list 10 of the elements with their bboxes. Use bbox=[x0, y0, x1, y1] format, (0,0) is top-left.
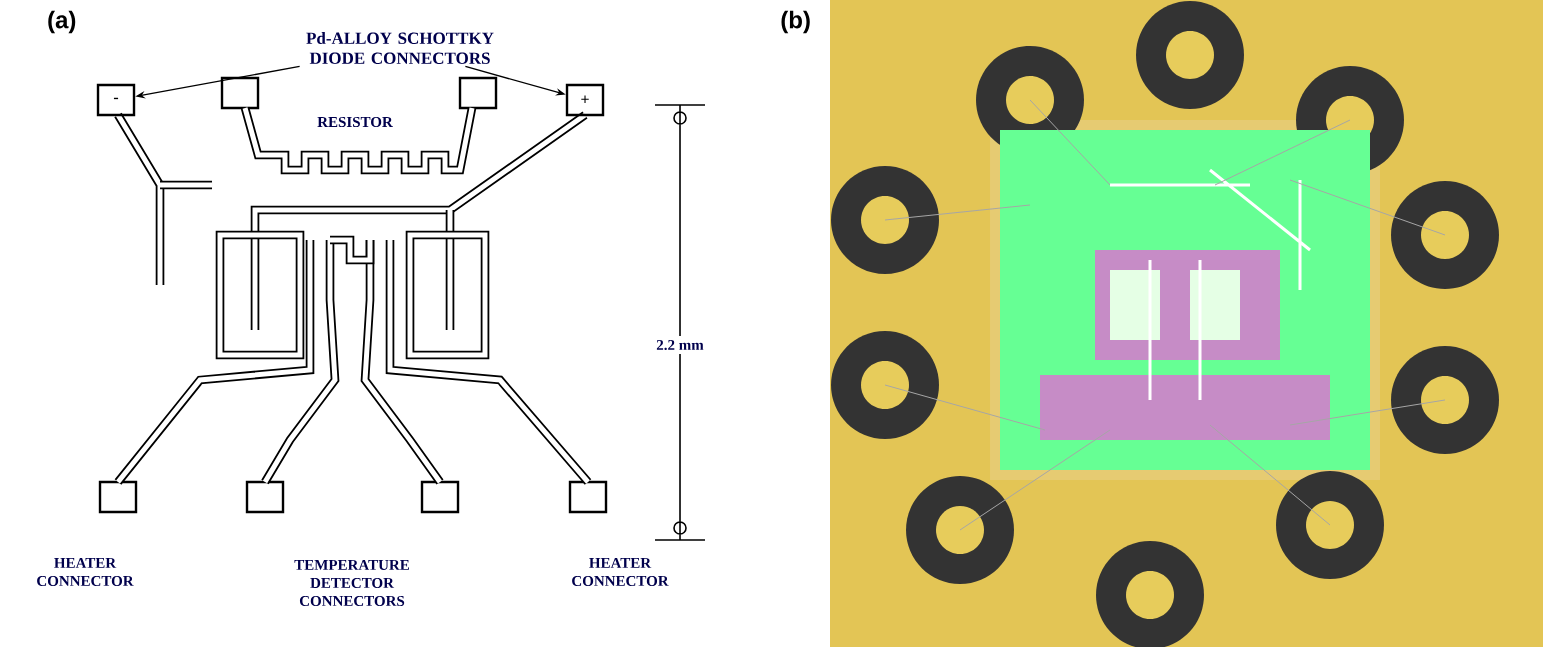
part-label: HEATER CONNECTOR bbox=[572, 557, 669, 587]
part-label: HEATER CONNECTOR bbox=[37, 557, 134, 587]
connector-pad: - bbox=[96, 83, 136, 117]
panel-label: (a) bbox=[48, 10, 76, 34]
part-label: RESISTOR bbox=[317, 117, 393, 128]
panel-label: (b) bbox=[781, 10, 810, 34]
connector-pad: + bbox=[565, 83, 605, 117]
dimension-label: 2.2 mm bbox=[652, 335, 708, 355]
callout-text: Pd-ALLOY SCHOTTKY DIODE CONNECTORS bbox=[306, 32, 494, 64]
part-label: TEMPERATURE DETECTOR CONNECTORS bbox=[294, 559, 409, 607]
